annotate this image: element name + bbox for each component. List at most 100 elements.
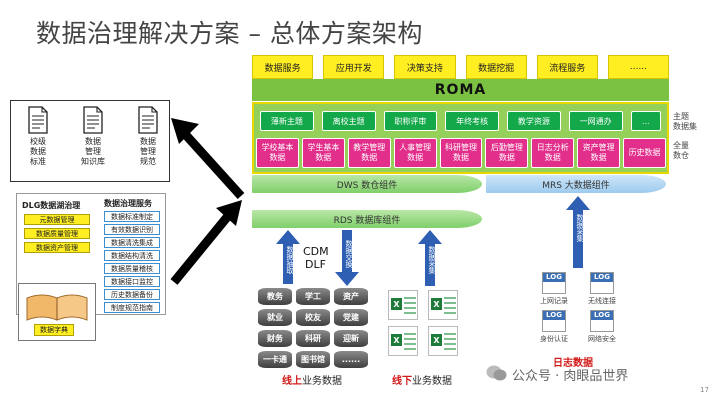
gov-item: 有效数据识别 <box>104 224 160 235</box>
dlf-label: DLF <box>305 258 326 271</box>
system-disk: 科研 <box>296 330 330 347</box>
gov-item: 数据清洗集成 <box>104 237 160 248</box>
services-row: 数据服务应用开发决策支持数据挖掘流程服务...... <box>252 55 670 79</box>
document-icon <box>138 106 158 134</box>
service-box: 决策支持 <box>394 55 456 79</box>
sheet-line <box>444 333 456 335</box>
arrow-exchange-label: 数据交换 <box>345 240 353 268</box>
excel-x-icon: X <box>431 334 442 346</box>
online-label-text: 业务数据 <box>302 376 342 387</box>
full-data-box: 教学管理数据 <box>347 138 391 168</box>
sheet-line <box>404 348 416 350</box>
topic-row: 薄新主题离校主题职称评审年终考核教学资源一网通办... <box>260 111 661 131</box>
service-box: ...... <box>607 55 670 79</box>
arrow-extract <box>276 230 300 284</box>
excel-file-icon: X <box>428 326 458 356</box>
gov-item: 数据标准制定 <box>104 211 160 222</box>
sheet-line <box>444 343 456 345</box>
offline-label: 线下业务数据 <box>392 372 452 387</box>
topic-box: 职称评审 <box>383 111 438 131</box>
sheet-line <box>404 338 416 340</box>
sheet-line <box>444 302 456 304</box>
system-disk: 校友 <box>296 309 330 326</box>
arrow-log-label: 数据采集 <box>576 214 584 242</box>
excel-file-icon: X <box>428 290 458 320</box>
doc-label: 数据 管理 规范 <box>140 137 156 166</box>
page-title: 数据治理解决方案 – 总体方案架构 <box>36 19 423 48</box>
log-icon-text: LOG <box>543 273 565 282</box>
arrow-to-governance <box>170 200 242 285</box>
excel-x-icon: X <box>391 298 402 310</box>
arrow-offline-collect <box>418 230 442 286</box>
dictionary-label: 数据字典 <box>34 324 74 336</box>
gov-item: 数据结构清洗 <box>104 250 160 261</box>
system-disk: 教务 <box>258 288 292 305</box>
arrow-to-standards <box>171 118 245 200</box>
full-data-box: 学生基本数据 <box>301 138 345 168</box>
full-data-box: 人事管理数据 <box>393 138 437 168</box>
full-data-box: 学校基本数据 <box>256 138 299 168</box>
gov-item: 数据质量稽核 <box>104 263 160 274</box>
full-data-box: 历史数据 <box>623 138 667 168</box>
log-source: LOG 身份认证 <box>532 310 576 344</box>
doc-item: 数据 管理 知识库 <box>73 106 113 180</box>
sheet-line <box>444 348 456 350</box>
service-box: 数据挖掘 <box>465 55 527 79</box>
excel-file-icon: X <box>388 326 418 356</box>
dlg-items: 元数据管理数据质量管理数据资产管理 <box>24 214 90 256</box>
excel-x-icon: X <box>391 334 402 346</box>
online-label: 线上业务数据 <box>282 372 342 387</box>
system-disk: 就业 <box>258 309 292 326</box>
log-source: LOG 网络安全 <box>580 310 624 344</box>
log-source-label: 网络安全 <box>588 335 616 343</box>
system-disk: 学工 <box>296 288 330 305</box>
online-systems: 教务学工资产就业校友党建财务科研迎新一卡通图书馆...... <box>258 288 378 378</box>
topic-box: 离校主题 <box>321 111 376 131</box>
log-icon: LOG <box>542 272 566 294</box>
system-disk: 资产 <box>334 288 368 305</box>
online-label-red: 线上 <box>282 376 302 387</box>
full-data-box: 后勤管理数据 <box>485 138 529 168</box>
arrow-extract-label: 数据抽取 <box>286 246 294 274</box>
log-source-label: 身份认证 <box>540 335 568 343</box>
sheet-line <box>404 307 416 309</box>
sheet-line <box>404 312 416 314</box>
system-disk: 迎新 <box>334 330 368 347</box>
page-number: 17 <box>700 386 709 394</box>
full-data-box: 资产管理数据 <box>577 138 621 168</box>
log-icon-text: LOG <box>591 273 613 282</box>
log-icon-text: LOG <box>543 311 565 320</box>
sheet-line <box>444 338 456 340</box>
mrs-bar: MRS 大数据组件 <box>486 175 666 193</box>
log-source-label: 无线连接 <box>588 297 616 305</box>
service-box: 应用开发 <box>323 55 385 79</box>
rds-bar: RDS 数据库组件 <box>252 210 482 228</box>
full-data-row: 学校基本数据学生基本数据教学管理数据人事管理数据科研管理数据后勤管理数据日志分析… <box>256 138 667 168</box>
doc-label: 校级 数据 标准 <box>30 137 46 166</box>
full-side-label: 全量 数仓 <box>673 141 689 160</box>
sheet-line <box>404 343 416 345</box>
gov-item: 制度规范指南 <box>104 302 160 313</box>
service-box: 流程服务 <box>536 55 598 79</box>
topic-box: 教学资源 <box>507 111 561 131</box>
log-icon: LOG <box>542 310 566 332</box>
gov-items: 数据标准制定有效数据识别数据清洗集成数据结构清洗数据质量稽核数据接口监控历史数据… <box>104 211 160 315</box>
arrow-offline-label: 数据采集 <box>428 246 436 274</box>
excel-file-icon: X <box>388 290 418 320</box>
log-icon: LOG <box>590 310 614 332</box>
full-data-box: 日志分析数据 <box>531 138 575 168</box>
roma-band: ROMA <box>252 79 669 101</box>
document-icon <box>83 106 103 134</box>
sheet-line <box>404 302 416 304</box>
arrow-exchange <box>335 230 359 286</box>
arrow-log-collect <box>566 196 590 268</box>
excel-x-icon: X <box>431 298 442 310</box>
watermark: 公众号 · 肉眼品世界 <box>512 369 629 384</box>
system-disk: ...... <box>334 351 368 368</box>
system-disk: 一卡通 <box>258 351 292 368</box>
topic-box: 一网通办 <box>568 111 623 131</box>
offline-label-text: 业务数据 <box>412 376 452 387</box>
system-disk: 图书馆 <box>296 351 330 368</box>
full-data-box: 科研管理数据 <box>439 138 483 168</box>
sheet-line <box>404 297 416 299</box>
